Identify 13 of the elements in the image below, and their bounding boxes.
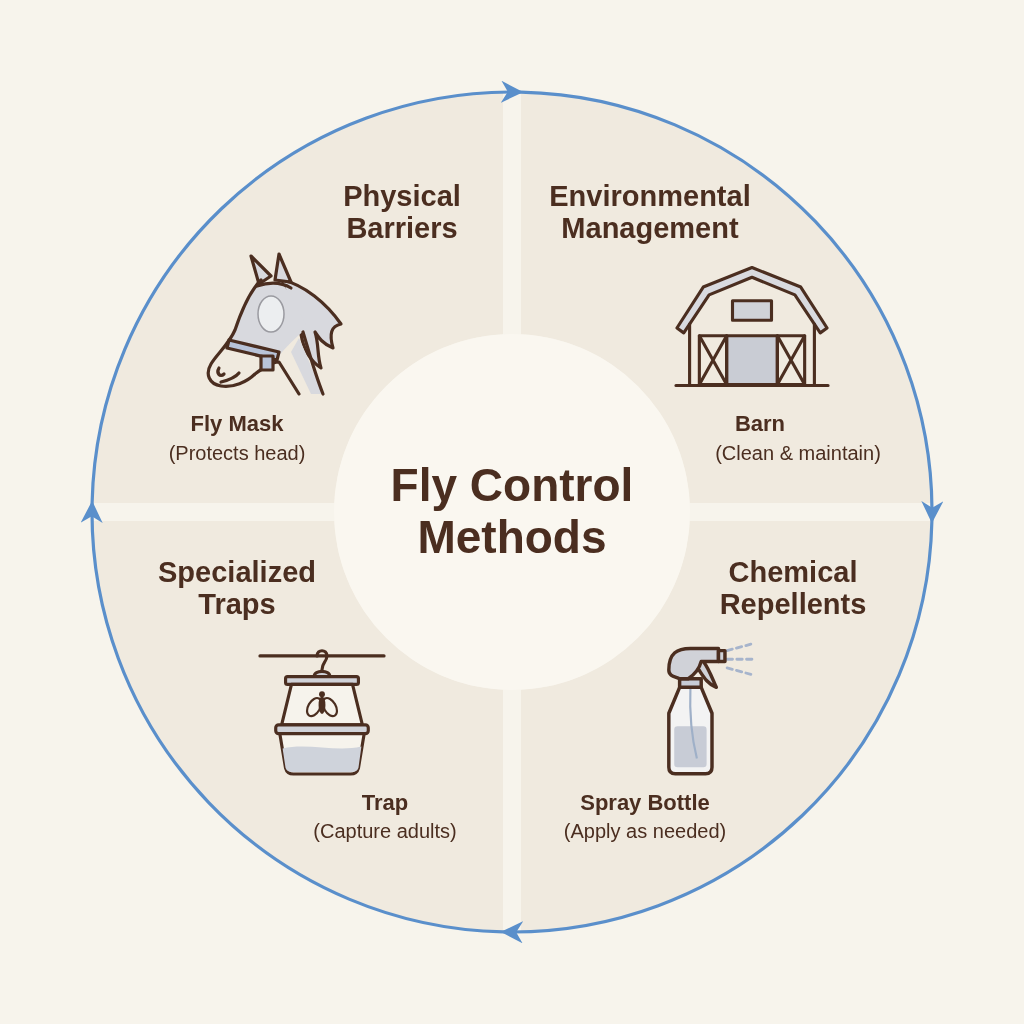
category-heading: Specialized Traps <box>158 555 316 621</box>
item-description: (Clean & maintain) <box>715 441 881 465</box>
item-description: (Apply as needed) <box>563 819 727 843</box>
item-name: Barn <box>734 410 786 438</box>
item-name: Trap <box>361 789 409 817</box>
category-heading: Chemical Repellents <box>719 555 867 621</box>
item-name: Spray Bottle <box>580 789 710 817</box>
item-name: Fly Mask <box>190 410 284 438</box>
category-heading: Physical Barriers <box>343 179 461 245</box>
hub-title: Fly Control Methods <box>389 460 635 564</box>
item-description: (Capture adults) <box>313 819 457 843</box>
category-heading: Environmental Management <box>549 179 751 245</box>
item-description: (Protects head) <box>168 441 306 465</box>
